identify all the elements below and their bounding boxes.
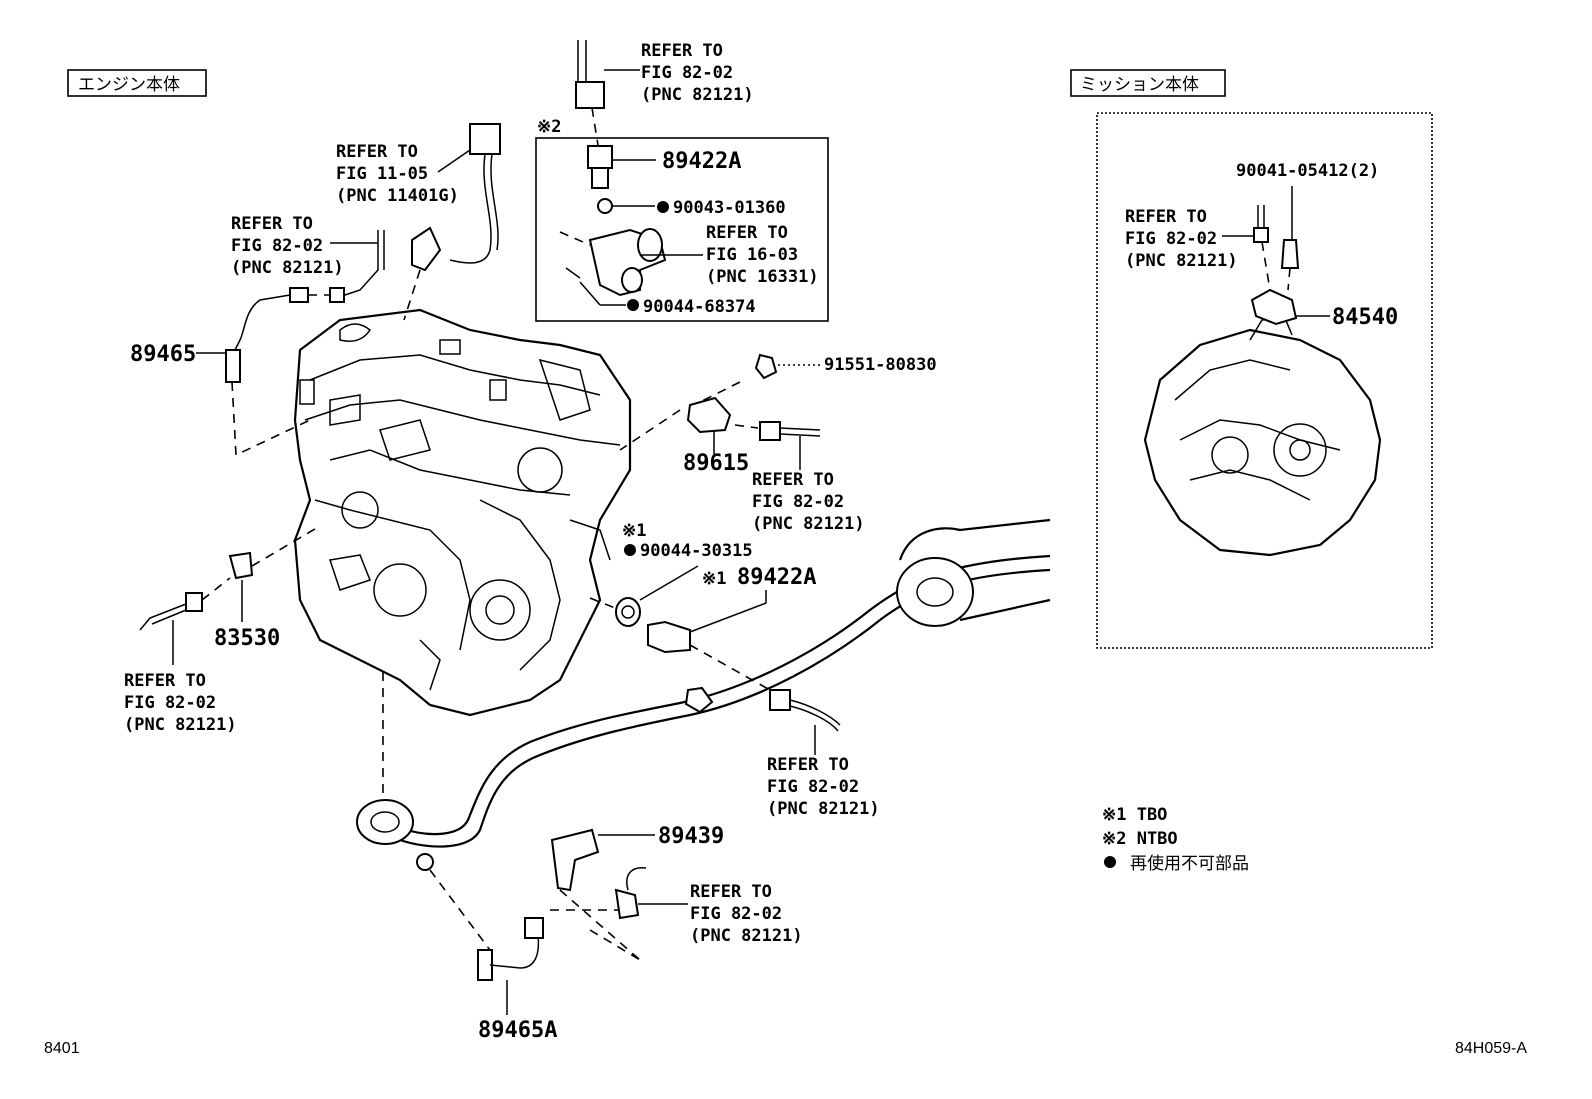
- ref-16-03: REFER TO FIG 16-03 (PNC 16331): [706, 223, 819, 287]
- ntbo-group-box: ※2: [535, 117, 829, 322]
- ref-left-upper: REFER TO FIG 82-02 (PNC 82121): [231, 214, 344, 278]
- water-outlet-art: [565, 228, 667, 297]
- part-number-89615[interactable]: 89615: [683, 451, 749, 476]
- part-number-90044-68374[interactable]: 90044-68374: [643, 297, 756, 317]
- ref-line-1: REFER TO: [752, 470, 834, 490]
- ref-line-2: FIG 82-02: [752, 492, 844, 512]
- ref-line-1: REFER TO: [124, 671, 206, 691]
- transmission-section-title: ミッション本体: [1080, 75, 1199, 95]
- ref-line-3: (PNC 82121): [124, 715, 237, 735]
- figure-number: 8401: [44, 1040, 80, 1057]
- engine-section-header: エンジン本体: [67, 69, 207, 97]
- transmission-section-header: ミッション本体: [1070, 69, 1226, 97]
- note-2-mark: ※2: [537, 117, 561, 137]
- ref-line-3: (PNC 11401G): [336, 186, 459, 206]
- part-number-89465a[interactable]: 89465A: [478, 1018, 557, 1043]
- ref-line-2: FIG 82-02: [124, 693, 216, 713]
- engine-section-title: エンジン本体: [78, 75, 180, 95]
- ref-line-1: REFER TO: [1125, 207, 1207, 227]
- ref-line-1: REFER TO: [641, 41, 723, 61]
- ref-center-lower: REFER TO FIG 82-02 (PNC 82121): [767, 755, 880, 819]
- transmission-box: [1096, 112, 1433, 649]
- ref-11-05: REFER TO FIG 11-05 (PNC 11401G): [336, 142, 459, 206]
- legend-tbo: ※1 TBO: [1102, 805, 1167, 825]
- note-1-mark: ※1: [622, 521, 646, 541]
- engine-block-illustration: [293, 308, 632, 717]
- ref-transmission: REFER TO FIG 82-02 (PNC 82121): [1125, 207, 1238, 271]
- ref-line-2: FIG 11-05: [336, 164, 428, 184]
- part-number-83530[interactable]: 83530: [214, 626, 280, 651]
- non-reusable-dot: [624, 544, 636, 556]
- ref-line-3: (PNC 82121): [1125, 251, 1238, 271]
- ref-line-1: REFER TO: [690, 882, 772, 902]
- part-number-90041-05412[interactable]: 90041-05412(2): [1236, 161, 1379, 181]
- ref-line-1: REFER TO: [231, 214, 313, 234]
- ref-line-3: (PNC 82121): [767, 799, 880, 819]
- sensor-89422a-top-art: [587, 145, 613, 214]
- part-number-89439[interactable]: 89439: [658, 824, 724, 849]
- ref-line-2: FIG 16-03: [706, 245, 798, 265]
- legend-ntbo: ※2 NTBO: [1102, 829, 1178, 849]
- ref-line-2: FIG 82-02: [641, 63, 733, 83]
- illustration-code: 84H059-A: [1455, 1040, 1527, 1057]
- ref-line-3: (PNC 82121): [231, 258, 344, 278]
- part-number-90043-01360[interactable]: 90043-01360: [673, 198, 786, 218]
- note-1-inline-mark: ※1: [702, 569, 726, 589]
- connection-lines: [139, 40, 1330, 1015]
- ref-line-3: (PNC 82121): [752, 514, 865, 534]
- ref-line-2: FIG 82-02: [1125, 229, 1217, 249]
- ref-line-3: (PNC 16331): [706, 267, 819, 287]
- ref-89615: REFER TO FIG 82-02 (PNC 82121): [752, 470, 865, 534]
- ref-top-center: REFER TO FIG 82-02 (PNC 82121): [641, 41, 754, 105]
- part-number-91551-80830[interactable]: 91551-80830: [824, 355, 937, 375]
- ref-bottom: REFER TO FIG 82-02 (PNC 82121): [690, 882, 803, 946]
- part-number-84540[interactable]: 84540: [1332, 305, 1398, 330]
- ref-left-lower: REFER TO FIG 82-02 (PNC 82121): [124, 671, 237, 735]
- part-number-89465[interactable]: 89465: [130, 342, 196, 367]
- transmission-illustration: [1143, 317, 1382, 557]
- part-number-90044-30315[interactable]: 90044-30315: [640, 541, 753, 561]
- ref-line-1: REFER TO: [767, 755, 849, 775]
- ref-line-2: FIG 82-02: [231, 236, 323, 256]
- ref-line-3: (PNC 82121): [641, 85, 754, 105]
- ref-line-3: (PNC 82121): [690, 926, 803, 946]
- part-number-89422a-lower[interactable]: 89422A: [737, 565, 816, 590]
- ref-line-2: FIG 82-02: [690, 904, 782, 924]
- part-number-89422a-top[interactable]: 89422A: [662, 149, 741, 174]
- legend-non-reusable: 再使用不可部品: [1130, 853, 1249, 874]
- ref-line-1: REFER TO: [336, 142, 418, 162]
- ref-line-1: REFER TO: [706, 223, 788, 243]
- legend-dot-icon: [1104, 856, 1116, 868]
- legend: ※1 TBO ※2 NTBO 再使用不可部品: [1102, 805, 1249, 874]
- ref-line-2: FIG 82-02: [767, 777, 859, 797]
